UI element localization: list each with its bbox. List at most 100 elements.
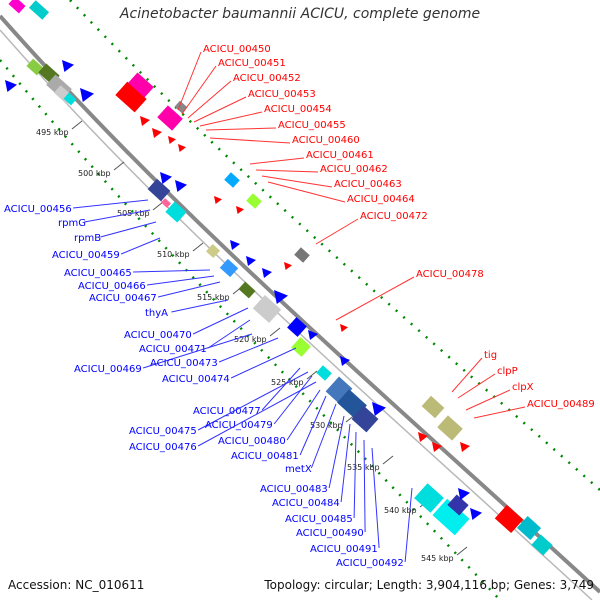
leader-line	[100, 221, 157, 238]
blue-gene-label: ACICU_00483	[260, 484, 328, 495]
gene-arrow	[246, 256, 256, 266]
gene-block	[8, 0, 26, 14]
gene-arrow	[230, 240, 240, 250]
leader-line	[133, 269, 211, 273]
leader-line	[249, 157, 305, 165]
genome-title: Acinetobacter baumannii ACICU, complete …	[119, 6, 481, 22]
blue-gene-label: ACICU_00481	[231, 451, 299, 462]
leader-line	[363, 439, 366, 533]
kbp-tick	[71, 120, 83, 130]
blue-gene-label: ACICU_00476	[129, 442, 197, 453]
leader-line	[230, 347, 297, 379]
kbp-label: 545 kbp	[421, 554, 454, 563]
accession-text: Accession: NC_010611	[8, 578, 145, 592]
gene-arrow	[470, 508, 482, 520]
gene-arrow-outer	[236, 206, 244, 214]
red-gene-label: ACICU_00478	[416, 269, 484, 280]
gene-arrow	[175, 180, 187, 192]
gene-block	[63, 92, 77, 106]
kbp-tick	[113, 161, 125, 171]
blue-gene-label: ACICU_00485	[285, 514, 353, 525]
gene-block	[351, 405, 379, 433]
red-gene-label: ACICU_00454	[264, 104, 332, 115]
leader-line	[465, 389, 511, 411]
blue-gene-label: metX	[285, 464, 312, 475]
gene-block	[287, 317, 307, 337]
kbp-label: 500 kbp	[78, 169, 111, 178]
gene-arrow-outer	[432, 442, 442, 452]
gene-block	[325, 376, 353, 404]
blue-gene-label: ACICU_00484	[272, 498, 340, 509]
gene-block-outer	[294, 247, 310, 263]
leader-line	[181, 65, 217, 115]
gene-block	[447, 494, 469, 516]
blue-gene-label: ACICU_00490	[296, 528, 364, 539]
gene-arrow	[262, 268, 272, 278]
red-gene-label: ACICU_00450	[203, 44, 271, 55]
leader-line	[335, 276, 415, 321]
leader-line	[299, 395, 327, 456]
leader-line	[261, 367, 301, 411]
gene-block	[28, 0, 50, 20]
leader-line	[473, 406, 526, 419]
blue-gene-label: rpmG	[58, 218, 86, 229]
blue-gene-label: ACICU_00473	[150, 358, 218, 369]
gene-arrow	[160, 172, 172, 184]
gene-block-outer	[157, 105, 183, 131]
gene-block-outer	[246, 193, 262, 209]
leader-line	[261, 175, 333, 188]
leader-line	[371, 447, 380, 549]
leader-line	[193, 96, 247, 123]
leader-line	[207, 319, 251, 349]
leader-line	[328, 415, 345, 489]
red-gene-label: ACICU_00455	[278, 120, 346, 131]
kbp-label: 535 kbp	[347, 463, 380, 472]
red-gene-label: tig	[484, 350, 497, 361]
blue-gene-label: ACICU_00477	[193, 406, 261, 417]
blue-gene-label: ACICU_00492	[336, 558, 404, 569]
leader-line	[177, 51, 202, 111]
leader-line	[315, 218, 359, 245]
leader-line	[192, 307, 249, 335]
gene-arrow-outer	[460, 442, 470, 452]
blue-gene-label: ACICU_00470	[124, 330, 192, 341]
gene-arrow	[340, 356, 350, 366]
leader-line	[171, 299, 229, 313]
leader-line	[404, 487, 413, 563]
kbp-label: 495 kbp	[36, 128, 69, 137]
blue-gene-label: ACICU_00475	[129, 426, 197, 437]
blue-gene-label: ACICU_00459	[52, 250, 120, 261]
leader-line	[197, 371, 309, 431]
blue-gene-label: ACICU_00467	[89, 293, 157, 304]
gene-block	[238, 281, 256, 299]
leader-line	[353, 431, 357, 519]
gene-block	[291, 337, 311, 357]
blue-gene-label: ACICU_00471	[139, 344, 207, 355]
gene-arrow	[458, 488, 470, 500]
red-gene-label: ACICU_00461	[306, 150, 374, 161]
gene-block-outer	[516, 516, 542, 540]
leader-line	[218, 337, 279, 363]
kbp-label: 520 kbp	[234, 335, 267, 344]
blue-gene-label: thyA	[145, 308, 168, 319]
blue-gene-label: ACICU_00466	[78, 281, 146, 292]
kbp-tick	[382, 455, 394, 465]
leader-line	[310, 403, 337, 469]
gene-arrow	[80, 88, 94, 102]
kbp-tick	[192, 242, 204, 252]
leader-line	[267, 181, 346, 203]
leader-line	[255, 169, 319, 173]
kbp-tick	[152, 201, 164, 211]
gene-block-outer	[421, 395, 445, 419]
red-gene-label: ACICU_00462	[320, 164, 388, 175]
kbp-tick	[306, 370, 318, 380]
red-gene-label: ACICU_00453	[248, 89, 316, 100]
gene-arrow	[5, 80, 17, 92]
blue-gene-label: rpmB	[74, 233, 101, 244]
leader-line	[205, 127, 277, 131]
gene-block-outer	[128, 72, 154, 98]
gene-block	[205, 243, 221, 259]
leader-line	[84, 209, 151, 223]
leader-line	[199, 111, 263, 127]
